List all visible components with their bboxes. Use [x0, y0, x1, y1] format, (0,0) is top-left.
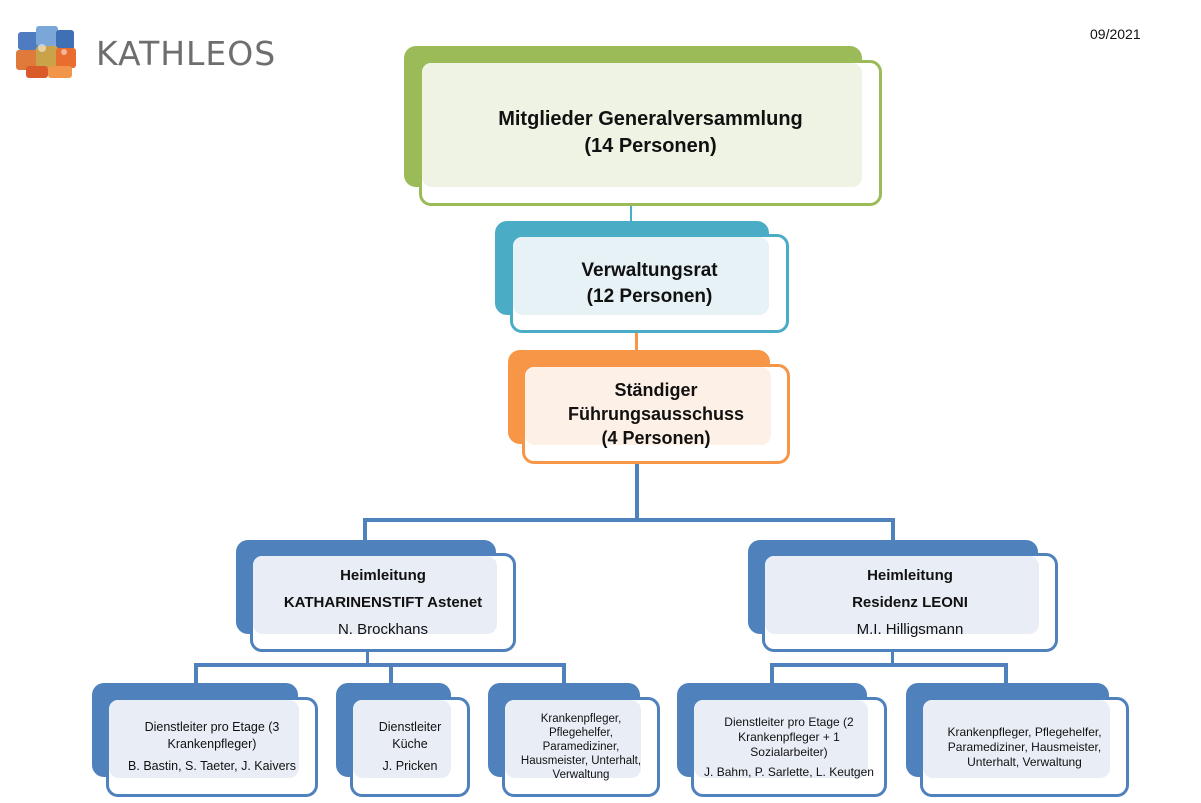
general-assembly-count: (14 Personen): [584, 135, 717, 157]
committee-count: (4 Personen): [601, 428, 711, 448]
connector-drop-right: [891, 518, 895, 540]
connector-left-down: [366, 650, 369, 665]
board-title: Verwaltungsrat: [581, 259, 718, 281]
right-2-line1: Krankenpfleger, Pflegehelfer,: [947, 724, 1102, 739]
connector-board-committee: [635, 332, 638, 352]
home-left-person: N. Brockhans: [337, 621, 429, 638]
left-3-line3: Paramediziner,: [542, 741, 620, 753]
left-1-line1: Dienstleiter pro Etage (3: [144, 720, 280, 734]
board-box: Verwaltungsrat (12 Personen): [510, 234, 789, 333]
connector-left-drop-2: [389, 663, 393, 683]
right-2-box: Krankenpfleger, Pflegehelfer, Paramedizi…: [920, 697, 1129, 797]
connector-right-drop-2: [1004, 663, 1008, 683]
left-2-names: J. Pricken: [382, 759, 438, 773]
left-1-names: B. Bastin, S. Taeter, J. Kaivers: [128, 759, 296, 773]
connector-committee-down: [635, 463, 639, 520]
left-1-box: Dienstleiter pro Etage (3 Krankenpfleger…: [106, 697, 318, 797]
logo-wordmark: KATHLEOS: [96, 34, 277, 73]
connector-left-horizontal: [194, 663, 566, 667]
connector-horizontal-main: [363, 518, 895, 522]
home-right-box: Heimleitung Residenz LEONI M.I. Hilligsm…: [762, 553, 1058, 652]
connector-left-drop-3: [562, 663, 566, 683]
connector-right-drop-1: [770, 663, 774, 683]
general-assembly-box: Mitglieder Generalversammlung (14 Person…: [419, 60, 882, 206]
left-3-line4: Hausmeister, Unterhalt,: [520, 755, 642, 767]
committee-line1: Ständiger: [614, 380, 698, 400]
home-left-name: KATHARINENSTIFT Astenet: [283, 594, 483, 611]
kathleos-logo: KATHLEOS: [12, 22, 275, 84]
home-right-role: Heimleitung: [867, 567, 953, 584]
connector-right-horizontal: [770, 663, 1008, 667]
home-right-name: Residenz LEONI: [852, 594, 968, 611]
right-2-line3: Unterhalt, Verwaltung: [967, 754, 1082, 769]
left-3-box: Krankenpfleger, Pflegehelfer, Paramedizi…: [502, 697, 660, 797]
connector-top-board: [630, 205, 632, 225]
home-right-person: M.I. Hilligsmann: [856, 621, 964, 638]
committee-box: Ständiger Führungsausschuss (4 Personen): [522, 364, 790, 464]
right-1-names: J. Bahm, P. Sarlette, L. Keutgen: [704, 764, 874, 779]
left-3-line5: Verwaltung: [552, 769, 610, 781]
right-2-line2: Paramediziner, Hausmeister,: [947, 739, 1102, 754]
date-label: 09/2021: [1090, 26, 1141, 42]
general-assembly-title: Mitglieder Generalversammlung: [498, 108, 803, 130]
home-left-box: Heimleitung KATHARINENSTIFT Astenet N. B…: [250, 553, 516, 652]
right-1-line1: Dienstleiter pro Etage (2: [724, 714, 854, 729]
connector-drop-left: [363, 518, 367, 540]
connector-right-down: [891, 650, 894, 665]
left-1-line2: Krankenpfleger): [167, 737, 257, 751]
right-1-line2: Krankenpfleger + 1: [738, 729, 840, 744]
connector-left-drop-1: [194, 663, 198, 683]
left-3-line2: Pflegehelfer,: [549, 727, 613, 739]
left-2-line2: Küche: [392, 737, 428, 751]
left-3-line1: Krankenpfleger,: [540, 713, 622, 725]
committee-line2: Führungsausschuss: [567, 404, 745, 424]
left-2-box: Dienstleiter Küche J. Pricken: [350, 697, 470, 797]
left-2-line1: Dienstleiter: [378, 720, 442, 734]
right-1-line3: Sozialarbeiter): [750, 744, 828, 759]
right-1-box: Dienstleiter pro Etage (2 Krankenpfleger…: [691, 697, 887, 797]
home-left-role: Heimleitung: [340, 567, 426, 584]
puzzle-logo-icon: [16, 26, 76, 78]
board-count: (12 Personen): [586, 285, 713, 307]
